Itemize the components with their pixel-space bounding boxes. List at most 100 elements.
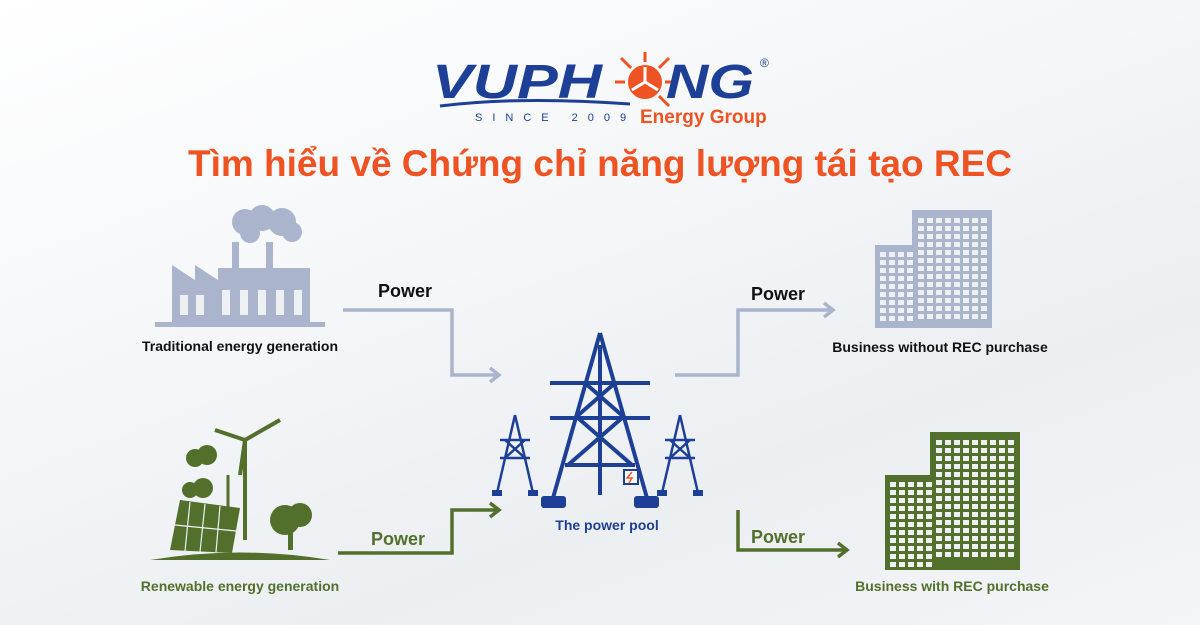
window — [936, 472, 942, 477]
window — [963, 528, 969, 533]
window — [890, 506, 896, 511]
window — [963, 448, 969, 453]
window — [927, 258, 933, 263]
window — [918, 290, 924, 295]
window — [981, 536, 987, 541]
window — [908, 482, 914, 487]
window — [908, 546, 914, 551]
window — [954, 218, 960, 223]
window — [926, 538, 932, 543]
window — [918, 226, 924, 231]
window — [917, 530, 923, 535]
window — [981, 282, 987, 287]
window — [936, 266, 942, 271]
window — [899, 522, 905, 527]
window — [990, 512, 996, 517]
window — [972, 250, 978, 255]
window — [990, 448, 996, 453]
window — [945, 456, 951, 461]
window — [890, 554, 896, 559]
window — [917, 562, 923, 567]
node-renewable: Renewable energy generation — [140, 578, 340, 594]
window — [1008, 480, 1014, 485]
window — [954, 472, 960, 477]
window — [954, 448, 960, 453]
window — [972, 528, 978, 533]
renewable-energy-icon — [150, 418, 330, 560]
window — [926, 530, 932, 535]
window — [972, 242, 978, 247]
window — [898, 284, 904, 289]
window — [981, 552, 987, 557]
window — [1008, 504, 1014, 509]
window — [927, 282, 933, 287]
window — [880, 276, 886, 281]
window — [926, 482, 932, 487]
window — [945, 544, 951, 549]
window — [890, 490, 896, 495]
window — [1008, 440, 1014, 445]
window — [972, 448, 978, 453]
window — [908, 530, 914, 535]
window — [999, 552, 1005, 557]
window — [889, 252, 895, 257]
window — [907, 276, 913, 281]
window — [926, 490, 932, 495]
window — [972, 258, 978, 263]
window — [890, 522, 896, 527]
window — [954, 528, 960, 533]
arrow-pool-to-with-rec — [736, 510, 850, 559]
window — [972, 306, 978, 311]
window — [890, 562, 896, 567]
window — [945, 274, 951, 279]
window — [981, 266, 987, 271]
window — [918, 242, 924, 247]
window — [907, 300, 913, 305]
window — [981, 480, 987, 485]
window — [954, 512, 960, 517]
window — [1008, 488, 1014, 493]
window — [954, 274, 960, 279]
window — [1008, 496, 1014, 501]
window — [945, 226, 951, 231]
window — [926, 514, 932, 519]
window — [945, 306, 951, 311]
window — [907, 252, 913, 257]
window — [963, 306, 969, 311]
window — [880, 252, 886, 257]
window — [917, 522, 923, 527]
window — [954, 464, 960, 469]
window — [954, 250, 960, 255]
window — [963, 552, 969, 557]
lightning-icon — [623, 469, 639, 485]
window — [898, 308, 904, 313]
window — [963, 242, 969, 247]
window — [999, 480, 1005, 485]
window — [981, 544, 987, 549]
window — [936, 218, 942, 223]
window — [926, 506, 932, 511]
window — [918, 234, 924, 239]
window — [963, 480, 969, 485]
window — [890, 498, 896, 503]
window — [963, 536, 969, 541]
window — [918, 314, 924, 319]
window — [990, 536, 996, 541]
window — [954, 480, 960, 485]
window — [1008, 528, 1014, 533]
sun-turbine-icon — [615, 52, 675, 108]
page-title: Tìm hiểu về Chứng chỉ năng lượng tái tạo… — [187, 143, 1013, 184]
window — [936, 306, 942, 311]
window — [899, 498, 905, 503]
window — [899, 490, 905, 495]
flow-label-with-rec: Power — [750, 527, 806, 547]
window — [954, 298, 960, 303]
flow-label-renewable: Power — [370, 529, 426, 549]
window — [907, 268, 913, 273]
window — [972, 314, 978, 319]
window — [908, 538, 914, 543]
window — [899, 514, 905, 519]
window — [1008, 472, 1014, 477]
window — [999, 448, 1005, 453]
window — [889, 316, 895, 321]
